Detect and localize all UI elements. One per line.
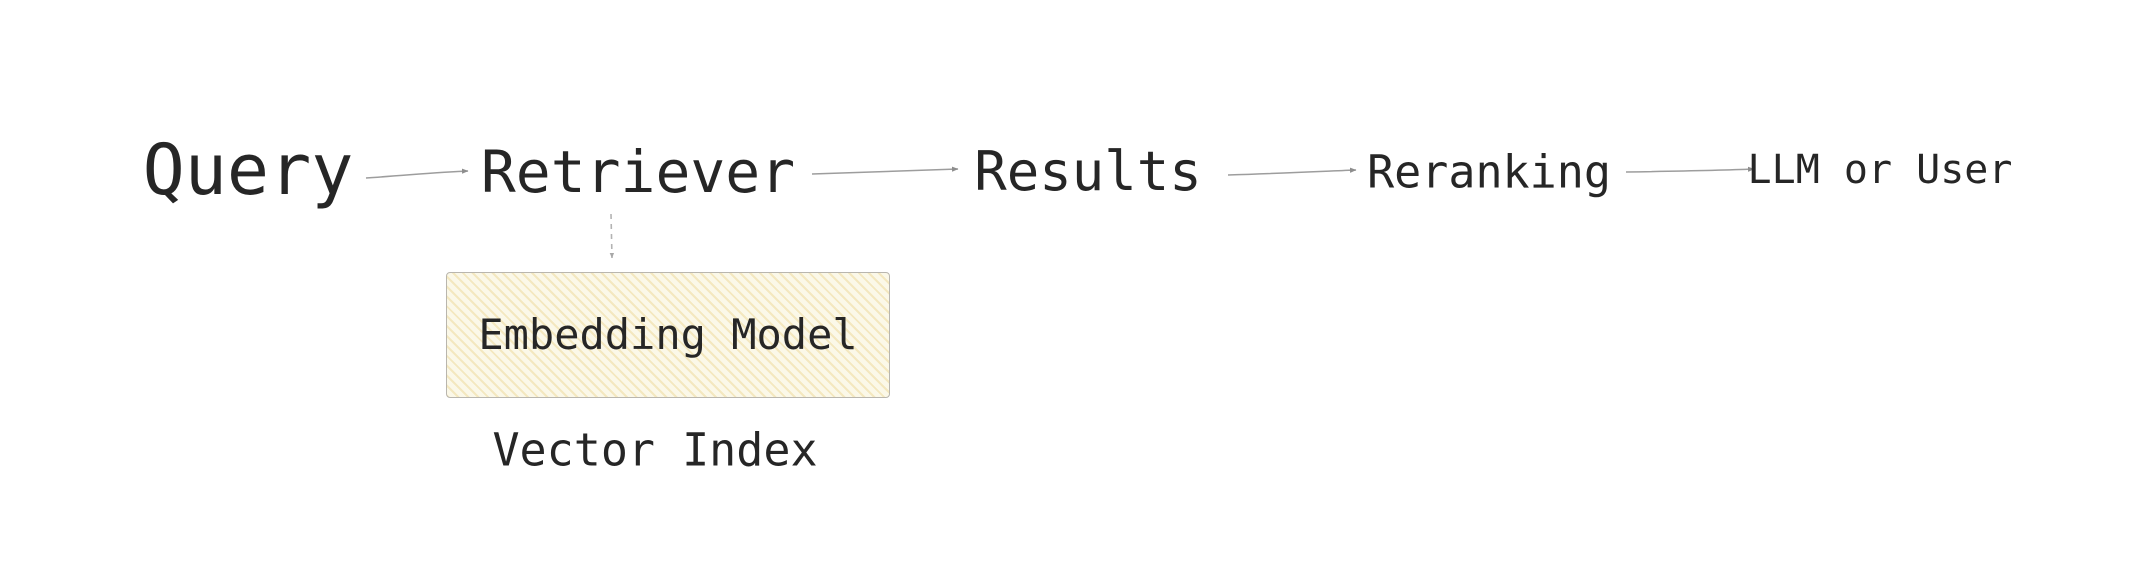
node-query[interactable]: Query	[142, 129, 354, 211]
edge-retriever-to-results	[811, 166, 959, 175]
edge-results-to-reranking	[1227, 167, 1357, 176]
vector-index-caption: Vector Index	[492, 423, 818, 477]
node-retriever[interactable]: Retriever	[480, 138, 796, 206]
embedding-model-box[interactable]: Embedding Model	[446, 272, 890, 398]
edge-retriever-to-embedding-model	[609, 213, 615, 259]
node-reranking[interactable]: Reranking	[1367, 145, 1611, 199]
node-results[interactable]: Results	[974, 140, 1202, 203]
edge-query-to-retriever	[365, 168, 469, 179]
edge-reranking-to-llm-or-user	[1625, 166, 1755, 173]
embedding-model-label: Embedding Model	[478, 310, 858, 359]
node-llm-or-user[interactable]: LLM or User	[1747, 147, 2013, 193]
